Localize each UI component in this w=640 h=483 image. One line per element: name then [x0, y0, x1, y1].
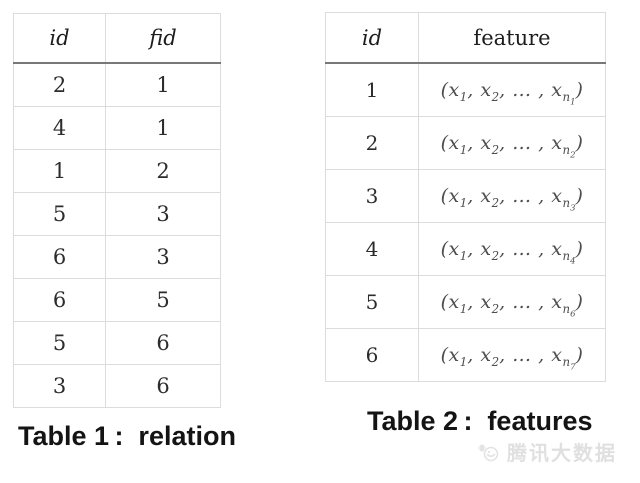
relation-cell-fid: 5 [105, 278, 221, 322]
features-cell-feature: (x1, x2, … , xn7) [418, 328, 606, 382]
table-row: 4 1 [13, 106, 221, 150]
features-cell-feature: (x1, x2, … , xn2) [418, 116, 606, 170]
table-row: 6 3 [13, 235, 221, 279]
features-col-header-feature: feature [418, 12, 606, 64]
relation-cell-fid: 6 [105, 321, 221, 365]
features-cell-feature: (x1, x2, … , xn1) [418, 62, 606, 117]
table-row: 3 (x1, x2, … , xn3) [325, 169, 606, 223]
relation-col-header-fid: fid [105, 13, 221, 64]
table-row: 6 (x1, x2, … , xn7) [325, 328, 606, 382]
relation-cell-fid: 2 [105, 149, 221, 193]
relation-cell-fid: 1 [105, 62, 221, 107]
table-row: 1 2 [13, 149, 221, 193]
table1-caption: Table 1 : relation [18, 421, 236, 451]
table-row: 3 6 [13, 364, 221, 408]
relation-cell-id: 6 [13, 235, 106, 279]
table-row: 5 3 [13, 192, 221, 236]
tencent-bigdata-logo-icon [476, 440, 502, 464]
table-row: 5 6 [13, 321, 221, 365]
relation-cell-id: 2 [13, 62, 106, 107]
relation-cell-fid: 3 [105, 192, 221, 236]
relation-col-header-id: id [13, 13, 106, 64]
relation-cell-id: 6 [13, 278, 106, 322]
features-cell-feature: (x1, x2, … , xn6) [418, 275, 606, 329]
watermark-text: 腾讯大数据 [507, 443, 617, 465]
features-cell-id: 5 [325, 275, 419, 329]
features-cell-id: 3 [325, 169, 419, 223]
features-header-row: id feature [325, 12, 606, 64]
relation-cell-id: 4 [13, 106, 106, 150]
relation-cell-fid: 6 [105, 364, 221, 408]
table-row: 5 (x1, x2, … , xn6) [325, 275, 606, 329]
relation-cell-fid: 1 [105, 106, 221, 150]
table-row: 1 (x1, x2, … , xn1) [325, 62, 606, 117]
features-cell-id: 2 [325, 116, 419, 170]
relation-cell-fid: 3 [105, 235, 221, 279]
features-cell-feature: (x1, x2, … , xn4) [418, 222, 606, 276]
features-table: id feature 1 (x1, x2, … , xn1) 2 (x1, x2… [325, 12, 606, 382]
relation-header-row: id fid [13, 13, 221, 64]
features-cell-id: 6 [325, 328, 419, 382]
features-cell-feature: (x1, x2, … , xn3) [418, 169, 606, 223]
table2-caption: Table 2 : features [367, 406, 593, 436]
features-col-header-id: id [325, 12, 419, 64]
table-row: 4 (x1, x2, … , xn4) [325, 222, 606, 276]
watermark: 腾讯大数据 [476, 437, 617, 466]
table-row: 6 5 [13, 278, 221, 322]
features-cell-id: 4 [325, 222, 419, 276]
relation-table: id fid 2 1 4 1 1 2 5 3 6 3 [13, 13, 221, 408]
relation-cell-id: 5 [13, 321, 106, 365]
table-row: 2 (x1, x2, … , xn2) [325, 116, 606, 170]
features-cell-id: 1 [325, 62, 419, 117]
relation-cell-id: 1 [13, 149, 106, 193]
relation-cell-id: 3 [13, 364, 106, 408]
table-row: 2 1 [13, 62, 221, 107]
relation-cell-id: 5 [13, 192, 106, 236]
